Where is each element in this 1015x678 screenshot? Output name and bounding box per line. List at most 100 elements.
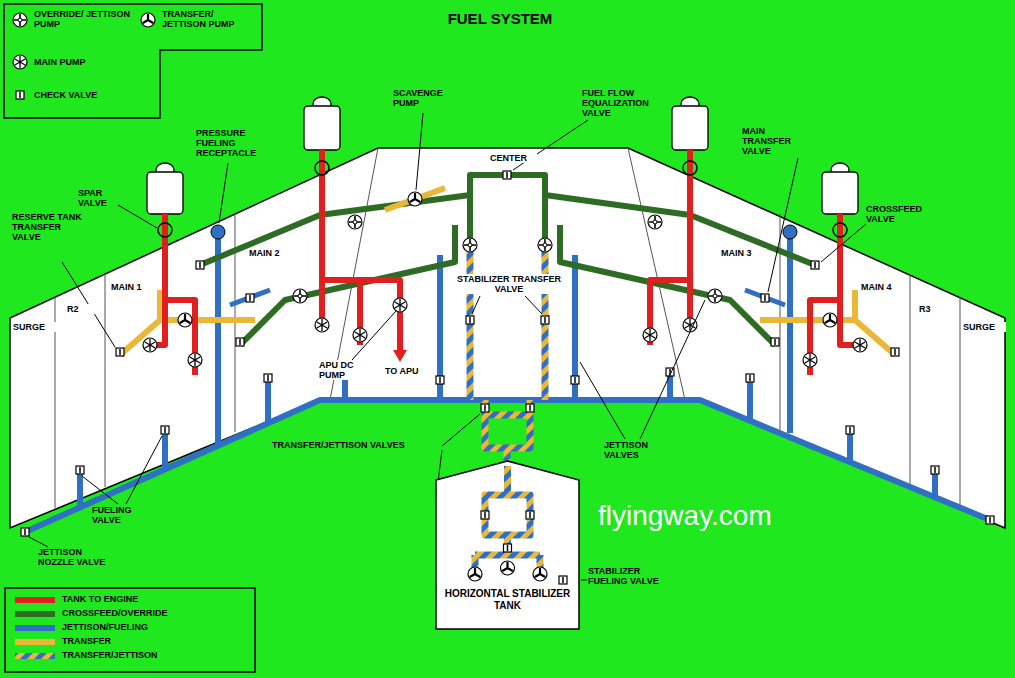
valve-pump-symbols-part [823, 313, 837, 327]
valve-pump-symbols-part [158, 223, 172, 237]
valve-pump-symbols-part [481, 404, 489, 412]
crossfeed-pipe-part [200, 175, 815, 265]
leader-line-part [768, 158, 798, 292]
valve-pump-symbols-part [196, 261, 204, 269]
tank-pipe [526, 511, 534, 519]
valve-pump-symbols-part [264, 374, 272, 382]
valve-pump-symbols-part [315, 161, 329, 175]
leader-line-part [580, 300, 705, 439]
part-label: CENTER [480, 153, 537, 163]
legend-text: JETTISON/FUELING [62, 622, 247, 632]
leader-line-part [29, 537, 48, 547]
valve-pump-symbols-part [293, 289, 307, 303]
leader-line-part [82, 436, 162, 504]
tank-pipe [468, 567, 482, 581]
legend-text: CROSSFEED/OVERRIDE [62, 608, 247, 618]
valve-pump-symbols-part [436, 376, 444, 384]
valve-pump-symbols-part [783, 225, 797, 239]
valve-pump-symbols-part [643, 328, 657, 342]
valve-pump-symbols-part [683, 318, 697, 332]
engine-part [672, 106, 708, 150]
valve-pump-symbols-part [246, 294, 254, 302]
engine-part [147, 172, 183, 214]
tank-outline-shape [436, 461, 579, 629]
valve-pump-symbols-part [161, 426, 169, 434]
part-label: JETTISON NOZZLE VALVE [38, 547, 114, 567]
leader-line-part [118, 205, 157, 228]
tank-pipe [504, 544, 512, 552]
part-label: MAIN 4 [860, 282, 906, 292]
valve-pump-symbols-part [811, 261, 819, 269]
valve-pump-symbols-part [116, 348, 124, 356]
valve-pump-symbols-part [353, 328, 367, 342]
symbol-legend-box-part [13, 55, 27, 69]
valve-pump-symbols-part [683, 161, 697, 175]
legend-text: TRANSFER [62, 636, 247, 646]
valve-pump-symbols-part [211, 225, 225, 239]
valve-pump-symbols-part [315, 318, 329, 332]
valve-pump-symbols-part [348, 215, 362, 229]
tank-pipe [501, 561, 515, 575]
legend-swatch [15, 625, 55, 631]
leader-line-part [352, 311, 396, 360]
part-label: R2 [66, 304, 98, 314]
valve-pump-symbols-part [833, 223, 847, 237]
part-label: JETTISON VALVES [604, 440, 670, 460]
leader-line-part [821, 224, 866, 262]
leader-line-part [581, 580, 587, 581]
valve-pump-symbols-part [746, 374, 754, 382]
valve-pump-symbols-part [466, 316, 474, 324]
leader-line-part [472, 296, 542, 314]
part-label: SCAVENGE PUMP [393, 88, 457, 108]
legend-text: TRANSFER/ JETTISON PUMP [162, 9, 257, 29]
part-label: R3 [918, 304, 950, 314]
valve-pump-symbols-part [463, 238, 477, 252]
part-label: FUEL FLOW EQUALIZATION VALVE [582, 88, 666, 118]
tank-pipe [559, 576, 567, 584]
legend-text: MAIN PUMP [34, 57, 144, 67]
engine-feed-pipe [145, 150, 860, 375]
symbol-legend-box-part [4, 4, 262, 118]
stabilizer-tank: HORIZONTAL STABILIZER TANK [435, 460, 580, 630]
valve-pump-symbols-part [188, 353, 202, 367]
engine-feed-pipe-part [322, 150, 400, 352]
part-label: SURGE [962, 322, 1006, 332]
line-legend-box [5, 588, 255, 672]
valve-pump-symbols-part [771, 338, 779, 346]
symbol-legend-box [4, 4, 262, 118]
valve-pump-symbols-part [236, 338, 244, 346]
line-legend-box-part [5, 588, 255, 672]
valve-pump-symbols-part [648, 215, 662, 229]
part-label: FUELING VALVE [92, 505, 154, 525]
part-label: STABILIZER FUELING VALVE [588, 566, 668, 586]
valve-pump-symbols-part [76, 466, 84, 474]
part-label: TO APU [384, 366, 422, 376]
valve-pump-symbols-part [408, 192, 422, 206]
part-label: SURGE [12, 322, 56, 332]
engine [147, 97, 858, 214]
part-label: TRANSFER/JETTISON VALVES [272, 440, 440, 450]
part-label: STABILIZER TRANSFER VALVE [452, 274, 566, 294]
legend-text: CHECK VALVE [34, 90, 144, 100]
tank-pipe [475, 466, 540, 572]
valve-pump-symbols-part [803, 353, 817, 367]
symbol-legend-box-part [141, 13, 155, 27]
engine-feed-pipe-part [650, 150, 690, 345]
transfer-pipe-part [120, 188, 895, 355]
valve-pump-symbols-part [21, 528, 29, 536]
valve-pump-symbols-part [143, 338, 157, 352]
tank-name: HORIZONTAL STABILIZER TANK [439, 588, 576, 612]
valve-pump-symbols-part [708, 289, 722, 303]
part-label: MAIN TRANSFER VALVE [742, 126, 806, 156]
part-label: MAIN 2 [248, 248, 294, 258]
valve-pump-symbols-part [178, 313, 192, 327]
part-label: MAIN 1 [110, 282, 156, 292]
valve-pump-symbols-part [571, 376, 579, 384]
valve-pump-symbols-part [393, 298, 407, 312]
valve-pump-symbols-part [503, 171, 511, 179]
transfer-pipe [120, 188, 895, 355]
symbol-legend-box-part [13, 13, 27, 27]
symbol-legend-box-part [16, 91, 24, 99]
leader-line-part [62, 262, 115, 347]
